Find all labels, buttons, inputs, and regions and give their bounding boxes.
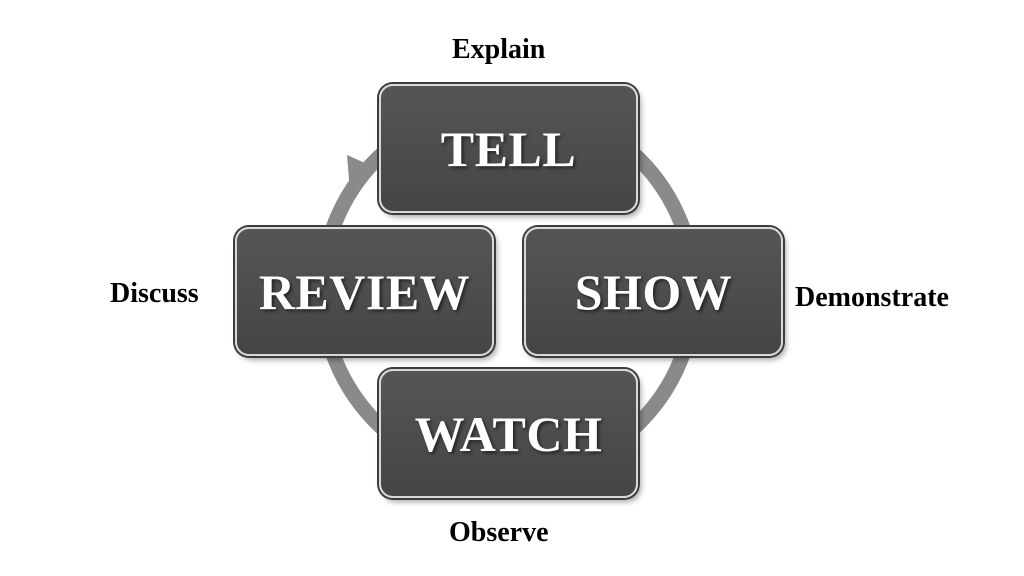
node-review-label: REVIEW [258,263,471,320]
node-show-label: SHOW [574,263,733,320]
label-observe: Observe [449,517,549,548]
cycle-arrowhead-icon [347,155,376,192]
node-tell: TELL [379,84,638,213]
node-show: SHOW [524,227,783,356]
node-tell-label: TELL [440,120,577,177]
label-demonstrate: Demonstrate [795,282,949,313]
label-discuss: Discuss [110,278,199,309]
node-watch: WATCH [379,369,638,498]
node-watch-label: WATCH [414,405,603,462]
node-review: REVIEW [235,227,494,356]
label-explain: Explain [452,34,546,65]
